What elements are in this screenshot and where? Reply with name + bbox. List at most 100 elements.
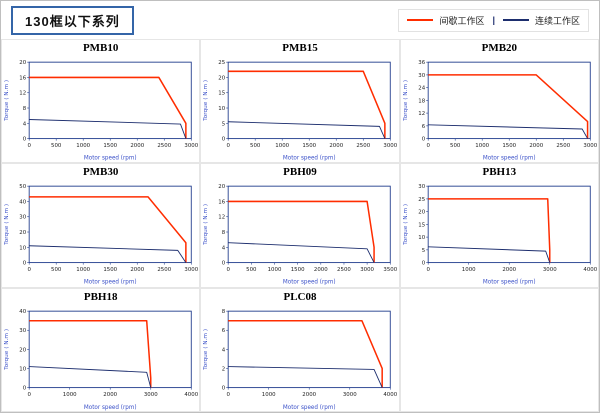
svg-text:0: 0 [421,136,425,142]
svg-text:1000: 1000 [262,391,276,397]
svg-text:30: 30 [19,215,26,221]
svg-text:500: 500 [450,143,461,149]
continuous-line-icon [502,19,529,21]
svg-text:20: 20 [19,230,26,236]
svg-text:0: 0 [222,385,226,391]
svg-text:15: 15 [418,223,425,229]
svg-text:30: 30 [418,184,425,190]
svg-text:0: 0 [227,143,231,149]
svg-text:2500: 2500 [556,143,570,149]
svg-text:0: 0 [222,261,226,267]
svg-text:5: 5 [421,248,425,254]
svg-text:0: 0 [27,143,31,149]
svg-text:4000: 4000 [384,391,398,397]
chart-title: PLC08 [283,290,317,303]
svg-text:3000: 3000 [583,143,597,149]
svg-text:20: 20 [219,75,226,81]
svg-text:Motor speed (rpm): Motor speed (rpm) [84,280,137,286]
chart-title: PMB10 [82,42,119,54]
svg-text:6: 6 [222,328,226,334]
svg-text:2: 2 [222,366,225,372]
svg-text:500: 500 [51,143,62,149]
svg-text:2000: 2000 [502,267,516,273]
header: 130框以下系列 间歇工作区 | 连续工作区 [1,1,599,39]
svg-text:4: 4 [222,246,226,252]
svg-text:12: 12 [219,215,226,221]
svg-text:Motor speed (rpm): Motor speed (rpm) [283,404,336,410]
svg-text:24: 24 [418,86,425,92]
svg-text:20: 20 [19,347,26,353]
svg-text:Torque ( N.m ): Torque ( N.m ) [203,204,209,246]
svg-text:20: 20 [219,184,226,190]
svg-text:3000: 3000 [384,143,398,149]
svg-text:3000: 3000 [361,267,375,273]
page-title: 130框以下系列 [11,5,134,35]
svg-text:4: 4 [222,347,226,353]
svg-text:2500: 2500 [357,143,371,149]
svg-text:0: 0 [27,391,31,397]
svg-text:Torque ( N.m ): Torque ( N.m ) [4,204,10,246]
svg-text:30: 30 [418,73,425,79]
svg-text:3500: 3500 [384,267,398,273]
svg-text:1000: 1000 [475,143,489,149]
svg-text:1500: 1500 [502,143,516,149]
svg-text:2500: 2500 [157,143,171,149]
svg-text:0: 0 [421,261,425,267]
svg-text:1000: 1000 [63,391,77,397]
svg-text:25: 25 [219,60,226,66]
svg-text:3000: 3000 [144,391,158,397]
svg-text:1000: 1000 [461,267,475,273]
svg-text:Motor speed (rpm): Motor speed (rpm) [283,156,336,162]
svg-text:8: 8 [222,309,226,315]
svg-text:2000: 2000 [130,267,144,273]
svg-text:Motor speed (rpm): Motor speed (rpm) [483,280,536,286]
svg-text:3000: 3000 [542,267,556,273]
svg-text:2000: 2000 [529,143,543,149]
svg-text:4000: 4000 [184,391,198,397]
svg-text:500: 500 [246,267,257,273]
svg-text:2500: 2500 [337,267,351,273]
svg-text:30: 30 [19,328,26,334]
svg-text:Motor speed (rpm): Motor speed (rpm) [84,156,137,162]
svg-text:0: 0 [227,391,231,397]
svg-text:3000: 3000 [184,267,198,273]
svg-text:16: 16 [19,75,26,81]
chart-title: PMB30 [82,166,119,179]
svg-text:5: 5 [222,121,226,127]
chart-title: PMB20 [481,42,518,54]
svg-text:10: 10 [219,106,226,112]
svg-text:0: 0 [426,267,430,273]
svg-text:10: 10 [19,246,26,252]
svg-text:0: 0 [23,136,27,142]
empty-cell [399,287,599,412]
svg-text:8: 8 [222,230,226,236]
svg-text:0: 0 [426,143,430,149]
svg-text:12: 12 [418,111,425,117]
chart-title: PMB15 [282,42,318,54]
svg-text:2000: 2000 [130,143,144,149]
svg-text:1500: 1500 [103,143,117,149]
svg-text:10: 10 [19,366,26,372]
svg-text:12: 12 [19,91,26,97]
svg-text:500: 500 [51,267,62,273]
svg-text:1500: 1500 [103,267,117,273]
svg-text:18: 18 [418,98,425,104]
svg-text:4: 4 [23,121,27,127]
svg-text:Torque ( N.m ): Torque ( N.m ) [4,329,10,371]
svg-text:Torque ( N.m ): Torque ( N.m ) [403,204,409,246]
svg-text:1500: 1500 [303,143,317,149]
svg-text:Motor speed (rpm): Motor speed (rpm) [483,156,536,162]
